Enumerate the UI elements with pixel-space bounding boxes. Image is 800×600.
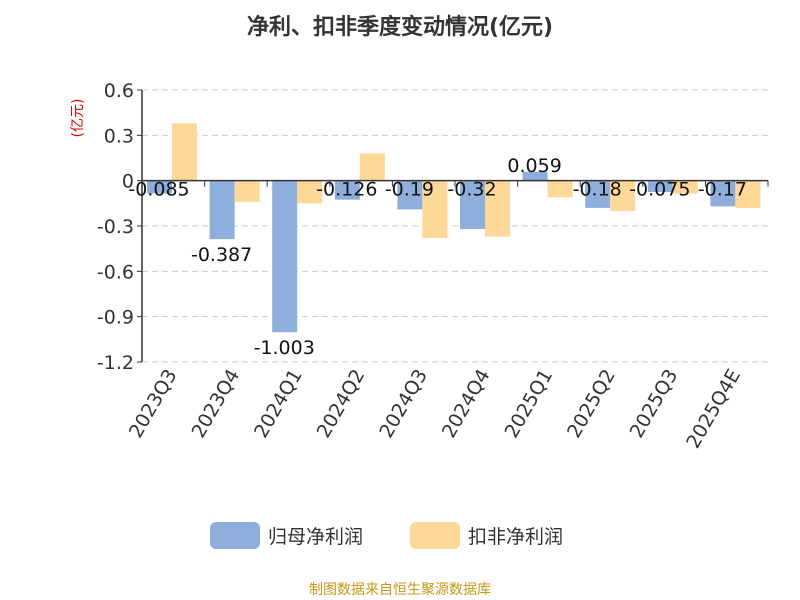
bar-deducted-2023Q3 [172, 123, 197, 181]
bar-net-2025Q4E [710, 180, 736, 207]
bar-deducted-2024Q2 [359, 153, 385, 181]
x-tick-label: 2024Q4 [438, 366, 495, 442]
x-tick-label: 2023Q3 [125, 366, 182, 442]
bar-net-2025Q2 [585, 180, 611, 208]
bar-net-2024Q4 [460, 180, 485, 230]
footer-source: 制图数据来自恒生聚源数据库 [309, 582, 491, 598]
bar-deducted-2025Q3 [672, 180, 698, 194]
bar-net-2024Q3 [397, 180, 423, 210]
bar-net-2025Q1 [522, 171, 548, 181]
y-tick-label: 0.6 [104, 80, 134, 102]
y-tick-label: 0.3 [104, 125, 134, 147]
data-label-2025Q1: 0.059 [507, 155, 561, 177]
x-tick-label: 2025Q3 [626, 366, 683, 442]
legend-label-0[interactable]: 归母净利润 [268, 526, 363, 548]
x-tick-label: 2023Q4 [187, 366, 244, 442]
x-tick-label: 2025Q1 [500, 366, 557, 442]
data-label-2023Q4: -0.387 [191, 244, 252, 266]
x-tick-label: 2024Q2 [313, 366, 370, 442]
bar-deducted-2025Q1 [547, 180, 573, 198]
legend-label-1[interactable]: 扣非净利润 [468, 526, 563, 548]
data-label-2025Q3: -0.075 [629, 179, 690, 201]
bar-deducted-2025Q4E [735, 180, 761, 208]
y-tick-label: -0.6 [97, 261, 134, 283]
bar-deducted-2024Q4 [485, 180, 510, 237]
x-tick-label: 2025Q4E [682, 366, 745, 453]
bar-deducted-2024Q3 [422, 180, 448, 239]
legend-swatch-1 [410, 522, 460, 549]
y-tick-label: -0.9 [97, 307, 134, 329]
bar-net-2025Q3 [647, 180, 673, 192]
data-label-2024Q2: -0.126 [316, 179, 377, 201]
bar-net-2023Q3 [147, 180, 172, 194]
y-tick-label: 0 [122, 171, 134, 193]
bar-net-2024Q2 [334, 180, 360, 200]
x-tick-label: 2025Q2 [563, 366, 620, 442]
bar-net-2024Q1 [272, 180, 298, 333]
data-label-2025Q2: -0.18 [573, 179, 622, 201]
data-label-2024Q4: -0.32 [447, 179, 496, 201]
x-tick-label: 2024Q1 [250, 366, 307, 442]
bar-deducted-2023Q4 [234, 180, 260, 202]
legend-swatch-0 [210, 522, 260, 549]
data-label-2025Q4E: -0.17 [698, 179, 747, 201]
y-axis-label: (亿元) [70, 99, 86, 138]
data-label-2024Q1: -1.003 [254, 337, 315, 359]
bar-deducted-2024Q1 [297, 180, 323, 204]
x-tick-label: 2024Q3 [375, 366, 432, 442]
data-label-2023Q3: -0.085 [128, 179, 189, 201]
y-tick-label: -1.2 [97, 352, 134, 374]
chart-title: 净利、扣非季度变动情况(亿元) [247, 14, 553, 40]
bar-net-2023Q4 [209, 180, 235, 240]
y-tick-label: -0.3 [97, 216, 134, 238]
bar-deducted-2025Q2 [610, 180, 636, 211]
data-label-2024Q3: -0.19 [385, 179, 434, 201]
